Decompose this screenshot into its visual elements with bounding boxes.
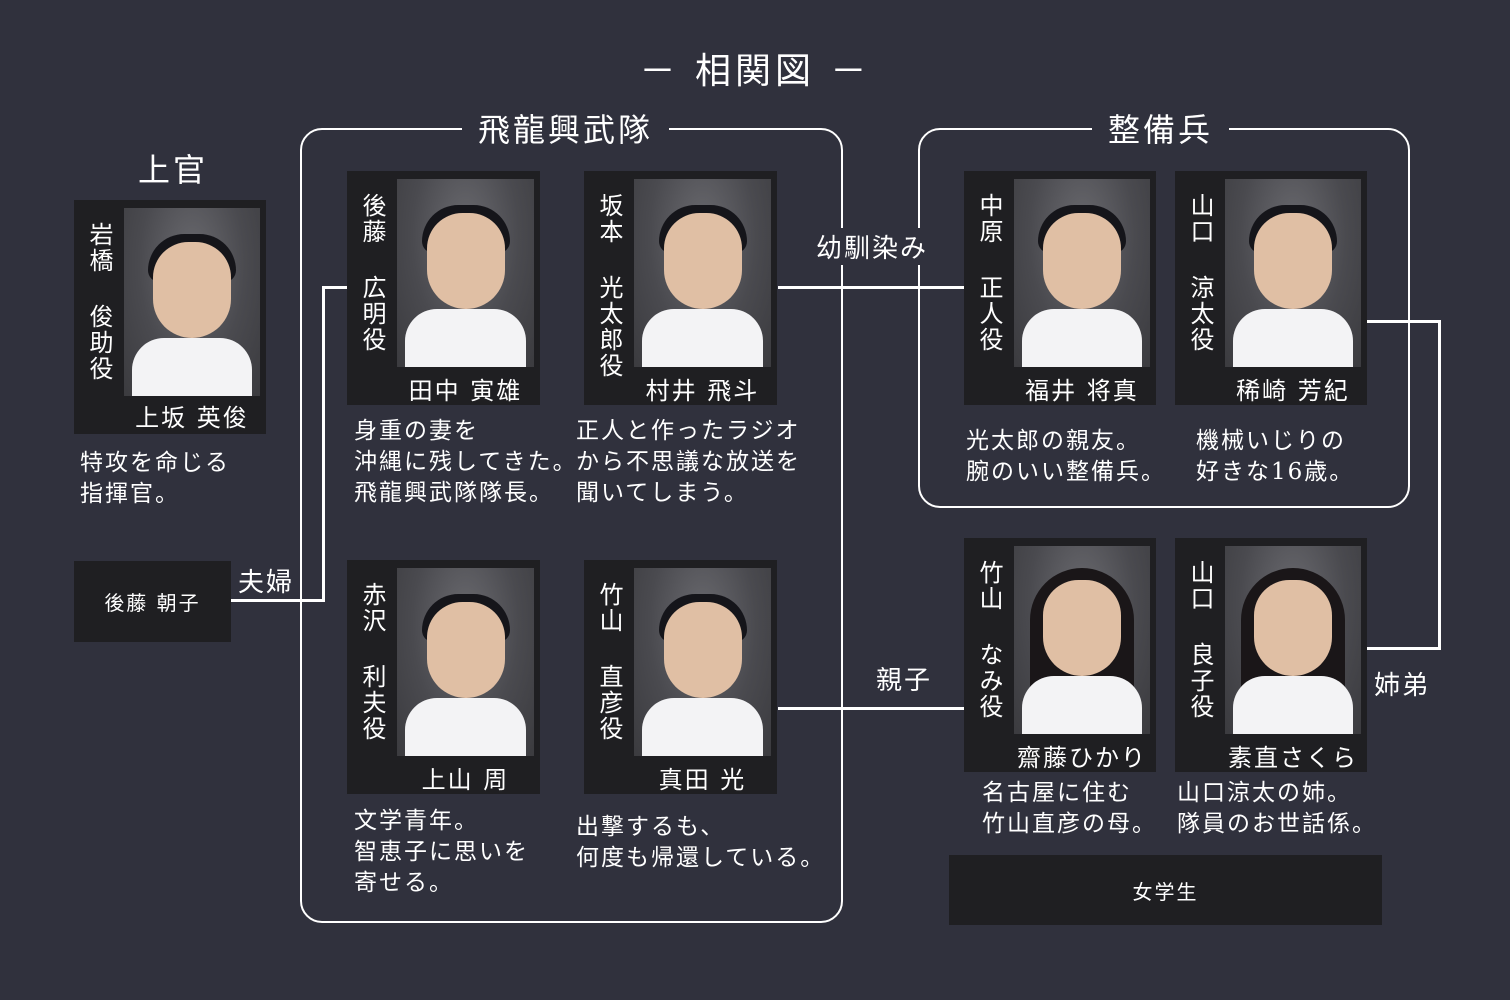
character-card-nakahara: 中原 正人役 福井 将真: [964, 171, 1156, 405]
character-desc: 文学青年。 智恵子に思いを 寄せる。: [354, 808, 529, 896]
childhood-label: 幼馴染み: [812, 228, 933, 265]
character-desc: 山口涼太の姉。 隊員のお世話係。: [1177, 780, 1377, 837]
mechanics-group-label: 整備兵: [1092, 110, 1230, 150]
character-desc: 光太郎の親友。 腕のいい整備兵。: [966, 428, 1166, 485]
couple-line-v: [322, 286, 325, 602]
actor-name: 上坂 英俊: [135, 404, 249, 432]
character-desc: 身重の妻を 沖縄に残してきた。 飛龍興武隊隊長。: [354, 418, 578, 506]
character-photo: [1014, 179, 1150, 367]
diagram-title: － 相関図 －: [639, 51, 871, 92]
actor-name: 村井 飛斗: [645, 377, 760, 405]
character-photo: [124, 208, 260, 396]
schoolgirls-box: 女学生: [949, 855, 1382, 925]
actor-name: 稀崎 芳紀: [1236, 377, 1350, 405]
actor-name: 真田 光: [658, 766, 747, 794]
character-photo: [397, 179, 534, 367]
wife-name: 後藤 朝子: [104, 591, 201, 615]
siblings-line-bottom: [1366, 647, 1441, 650]
character-photo: [1225, 546, 1361, 734]
character-photo: [397, 568, 534, 756]
couple-line-h1: [231, 599, 325, 602]
character-card-takeyama-nami: 竹山 なみ役 齋藤ひかり: [964, 538, 1156, 772]
character-card-goto: 後藤 広明役 田中 寅雄: [347, 171, 540, 405]
role-name: 山口 涼太役: [1186, 193, 1214, 353]
actor-name: 上山 周: [421, 766, 510, 794]
character-desc: 特攻を命じる 指揮官。: [80, 450, 230, 507]
superior-group-label: 上官: [122, 150, 225, 190]
role-name: 竹山 なみ役: [975, 560, 1003, 720]
character-desc: 名古屋に住む 竹山直彦の母。: [982, 780, 1157, 837]
role-name: 後藤 広明役: [358, 193, 386, 353]
role-name: 山口 良子役: [1186, 560, 1214, 720]
character-card-takeyama-naohiko: 竹山 直彦役 真田 光: [584, 560, 777, 794]
siblings-label: 姉弟: [1374, 671, 1431, 701]
character-desc: 出撃するも、 何度も帰還している。: [576, 814, 826, 871]
character-card-akazawa: 赤沢 利夫役 上山 周: [347, 560, 540, 794]
hiryu-group-label: 飛龍興武隊: [462, 110, 670, 150]
role-name: 竹山 直彦役: [595, 582, 623, 742]
role-name: 中原 正人役: [975, 193, 1003, 353]
character-photo: [1014, 546, 1150, 734]
actor-name: 素直さくら: [1228, 744, 1358, 772]
character-photo: [634, 568, 771, 756]
character-photo: [1225, 179, 1361, 367]
schoolgirls-label: 女学生: [1132, 879, 1199, 904]
parent-child-label: 親子: [876, 666, 933, 696]
actor-name: 福井 将真: [1025, 377, 1139, 405]
parent-child-line: [778, 707, 964, 710]
couple-label: 夫婦: [238, 568, 295, 598]
character-card-iwahashi: 岩橋 俊助役 上坂 英俊: [74, 200, 266, 434]
wife-box: 後藤 朝子: [74, 561, 231, 642]
actor-name: 田中 寅雄: [408, 377, 523, 405]
couple-line-h2: [322, 286, 348, 289]
character-photo: [634, 179, 771, 367]
childhood-line: [778, 286, 964, 289]
role-name: 坂本 光太郎役: [595, 193, 623, 379]
character-card-sakamoto: 坂本 光太郎役 村井 飛斗: [584, 171, 777, 405]
character-card-yamaguchi-yoshiko: 山口 良子役 素直さくら: [1175, 538, 1367, 772]
siblings-line-top: [1366, 320, 1441, 323]
character-desc: 正人と作ったラジオ から不思議な放送を 聞いてしまう。: [576, 418, 801, 506]
actor-name: 齋藤ひかり: [1017, 744, 1147, 772]
role-name: 赤沢 利夫役: [358, 582, 386, 742]
character-card-yamaguchi-ryota: 山口 涼太役 稀崎 芳紀: [1175, 171, 1367, 405]
role-name: 岩橋 俊助役: [85, 222, 113, 382]
character-desc: 機械いじりの 好きな16歳。: [1196, 428, 1355, 485]
siblings-line-v: [1438, 320, 1441, 650]
